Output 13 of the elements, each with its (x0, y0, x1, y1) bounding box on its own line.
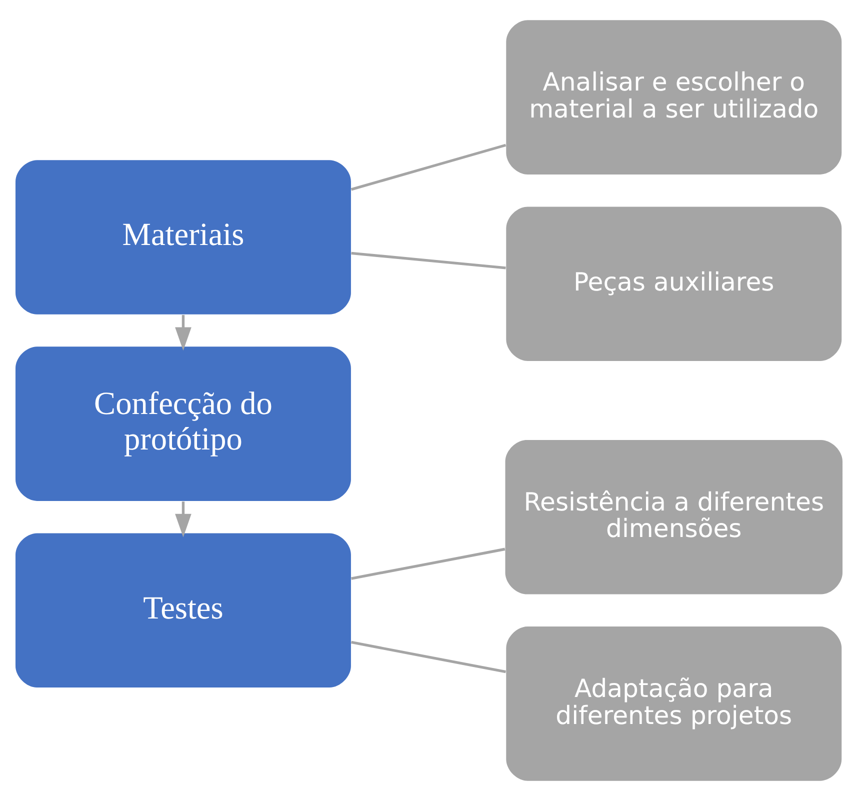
arrow (175, 502, 192, 538)
node-box: Materiais (15, 160, 351, 314)
node-box: Analisar e escolher o material a ser utilizado (506, 20, 842, 174)
arrow (175, 314, 192, 351)
connector (351, 640, 506, 674)
node-box: Adaptação para diferentes projetos (506, 626, 842, 781)
connector (351, 252, 506, 270)
node-box: Peças auxiliares (506, 206, 842, 362)
node-box: Testes (15, 533, 351, 688)
connector (350, 144, 506, 191)
node-box: Resistência a diferentes dimensões (505, 440, 843, 594)
connector (351, 548, 506, 580)
node-box: Confecção do protótipo (15, 346, 351, 501)
